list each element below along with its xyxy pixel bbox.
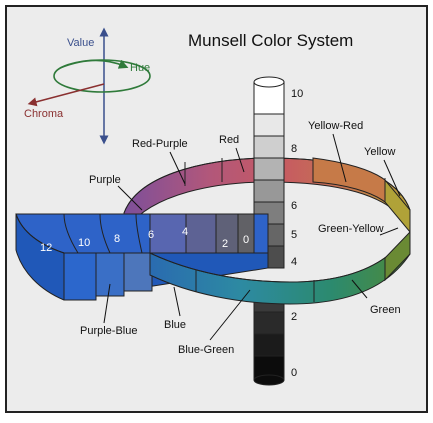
- hue-red-purple-label: Red-Purple: [132, 138, 188, 150]
- chroma-tick-2: 2: [222, 238, 228, 250]
- chroma-arrow-icon: [27, 83, 105, 107]
- chroma-tick-0: 0: [243, 234, 249, 246]
- value-tick-0: 0: [291, 367, 297, 379]
- chroma-wedge: [15, 213, 269, 301]
- hue-labels: Red Red-Purple Purple Yellow-Red Yellow …: [80, 120, 401, 356]
- hue-yellow-label: Yellow: [364, 146, 395, 158]
- hue-purple-label: Purple: [89, 174, 121, 186]
- leader-lines: [103, 133, 401, 341]
- value-tick-2: 2: [291, 311, 297, 323]
- value-label: Value: [67, 37, 94, 49]
- hue-blue-green-label: Blue-Green: [178, 344, 234, 356]
- chroma-label: Chroma: [24, 108, 64, 120]
- hue-yellow-red-label: Yellow-Red: [308, 120, 363, 132]
- value-scale: 10 8 6 5 4 2 0: [291, 88, 303, 379]
- chroma-tick-12: 12: [40, 242, 52, 254]
- value-tick-10: 10: [291, 88, 303, 100]
- hue-green-yellow-label: Green-Yellow: [318, 223, 384, 235]
- hue-purple-blue-label: Purple-Blue: [80, 325, 137, 337]
- chroma-tick-4: 4: [182, 226, 188, 238]
- value-tick-8: 8: [291, 143, 297, 155]
- chroma-scale: 12 10 8 6 4 2 0: [40, 226, 249, 254]
- axis-legend: Value Hue Chroma: [24, 27, 151, 145]
- title: Munsell Color System: [188, 31, 353, 50]
- hue-ring-front: [149, 230, 411, 305]
- chroma-tick-6: 6: [148, 229, 154, 241]
- hue-blue-label: Blue: [164, 319, 186, 331]
- value-tick-4: 4: [291, 256, 297, 268]
- value-tick-5: 5: [291, 229, 297, 241]
- chroma-tick-8: 8: [114, 233, 120, 245]
- value-tick-6: 6: [291, 200, 297, 212]
- hue-green-label: Green: [370, 304, 401, 316]
- chroma-tick-10: 10: [78, 237, 90, 249]
- hue-red-label: Red: [219, 134, 239, 146]
- hue-arrow-icon: [59, 59, 129, 69]
- background-panel: [5, 5, 428, 413]
- hue-label: Hue: [130, 62, 150, 74]
